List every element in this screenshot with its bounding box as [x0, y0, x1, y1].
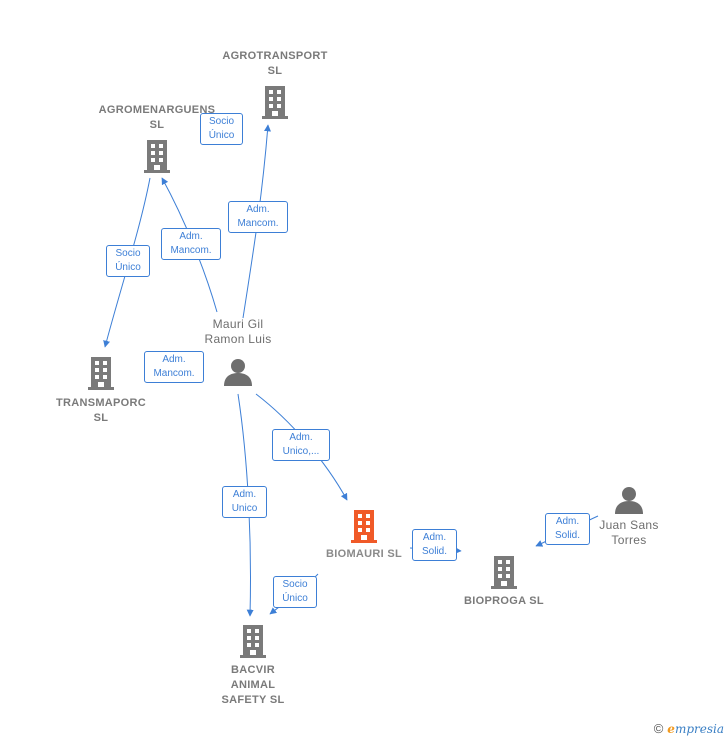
- building-icon: [491, 556, 517, 589]
- brand-logo-text: mpresia: [674, 722, 724, 736]
- brand-logo-e: e: [667, 722, 675, 736]
- node-biomauri-name: BIOMAURI SL: [325, 548, 403, 560]
- person-icon: [615, 487, 643, 514]
- edge-label-adm-unico[interactable]: Adm.Unico: [222, 486, 267, 518]
- building-icon: [351, 510, 377, 543]
- edge-label-adm-solid[interactable]: Adm.Solid.: [545, 513, 590, 545]
- building-icon: [262, 86, 288, 119]
- node-bioproga-name: BIOPROGA SL: [464, 595, 544, 607]
- copyright-icon: ©: [653, 721, 664, 736]
- edge-label-adm-unico[interactable]: Adm.Unico,...: [272, 429, 330, 461]
- edge-label-adm-mancom[interactable]: Adm.Mancom.: [228, 201, 288, 233]
- edge-label-adm-mancom[interactable]: Adm.Mancom.: [161, 228, 221, 260]
- person-icon: [224, 359, 252, 386]
- building-icon: [240, 625, 266, 658]
- building-icon: [88, 357, 114, 390]
- edge-label-adm-solid[interactable]: Adm.Solid.: [412, 529, 457, 561]
- brand-footer[interactable]: ©empresia: [654, 721, 724, 736]
- building-icon: [144, 140, 170, 173]
- edge-label-adm-mancom[interactable]: Adm.Mancom.: [144, 351, 204, 383]
